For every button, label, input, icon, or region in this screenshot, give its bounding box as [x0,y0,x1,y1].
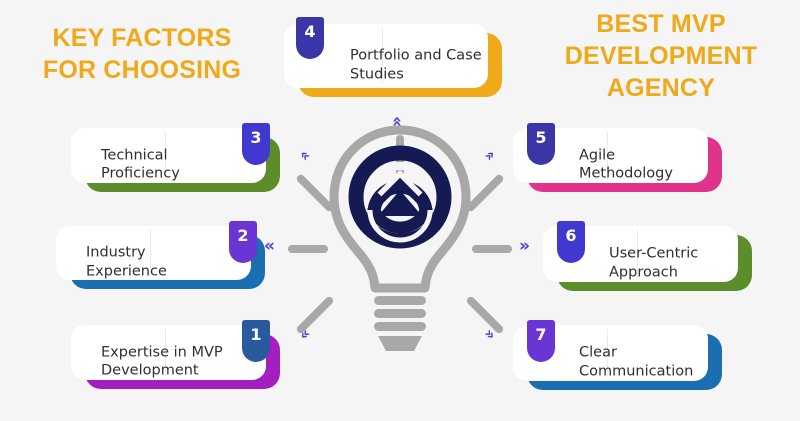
ray-left [288,245,328,253]
page-title-right: BEST MVP DEVELOPMENT AGENCY [564,10,758,102]
ray-right [472,245,512,253]
factor-card-2[interactable]: 2 Industry Experience [56,221,265,289]
card-panel [71,128,266,183]
factor-card-4[interactable]: 4 Portfolio and Case Studies [284,17,502,97]
factor-card-5[interactable]: 5 Agile Methodology [513,123,722,192]
card-label: Portfolio and Case Studies [350,47,482,82]
card-number-badge: 5 [527,123,555,165]
card-divider [164,132,166,179]
card-number-badge: 3 [242,123,270,165]
card-divider [606,329,608,377]
factor-card-3[interactable]: 3 Technical Proficiency [71,123,280,192]
card-divider [164,329,166,376]
chevron-upper-left-icon: « [295,145,315,165]
factor-card-6[interactable]: 6 User-Centric Approach [543,221,752,291]
card-label: Clear Communication [579,344,694,379]
chevron-lower-right-icon: » [480,324,500,344]
card-label: Industry Experience [86,244,167,279]
card-divider [149,230,151,276]
card-label: Agile Methodology [579,146,673,182]
chevron-right-icon: » [519,236,530,256]
card-number-badge: 1 [242,320,270,362]
chevron-circle-logo [348,145,452,249]
factor-card-1[interactable]: 1 Expertise in MVP Development [71,320,280,389]
chevron-upper-right-icon: » [479,145,500,165]
card-panel [56,226,251,280]
page-title-left: KEY FACTORS FOR CHOOSING [42,24,242,84]
lightbulb-icon [318,118,482,363]
card-number-badge: 6 [557,221,585,263]
card-label: User-Centric Approach [609,245,699,280]
factor-card-7[interactable]: 7 Clear Communication [513,320,722,390]
chevron-left-icon: « [264,236,275,256]
card-label: Expertise in MVP Development [101,343,223,379]
card-number-badge: 7 [527,320,555,362]
card-number-badge: 2 [229,221,257,263]
card-panel [71,325,266,380]
card-divider [381,28,383,84]
card-label: Technical Proficiency [101,146,180,182]
chevron-lower-left-icon: « [294,324,315,344]
card-divider [606,132,608,179]
card-number-badge: 4 [296,17,324,59]
card-divider [636,230,638,278]
